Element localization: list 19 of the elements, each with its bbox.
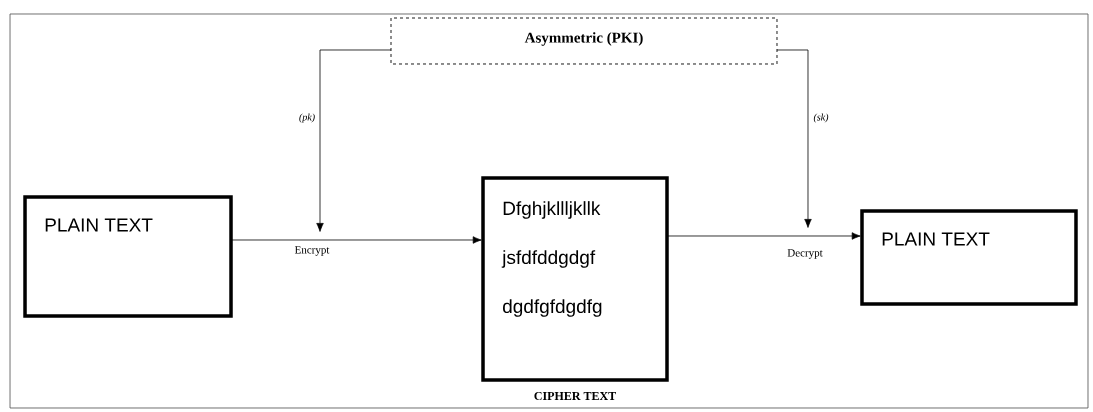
arrow <box>316 49 392 232</box>
text-box <box>860 209 1078 306</box>
box-text: dgdfgfdgdfg <box>503 299 602 317</box>
box-text: Dfghjkllljkllk <box>503 201 601 219</box>
box-text: PLAIN TEXT <box>882 232 990 246</box>
edge-label: (sk) <box>813 113 829 123</box>
box-title: Asymmetric (PKI) <box>524 32 643 46</box>
box-text: jsfdfddgdgf <box>501 250 596 268</box>
box-text: PLAIN TEXT <box>45 218 153 232</box>
text-box <box>23 195 233 318</box>
edge-label: Encrypt <box>294 246 330 256</box>
arrow <box>230 236 482 244</box>
edge-label: Decrypt <box>787 249 823 259</box>
edge-label: (pk) <box>299 113 315 123</box>
arrow <box>776 49 812 228</box>
node-label: CIPHER TEXT <box>534 391 616 400</box>
arrow <box>666 232 861 240</box>
dashed-box <box>390 17 778 65</box>
text-box <box>481 176 669 382</box>
